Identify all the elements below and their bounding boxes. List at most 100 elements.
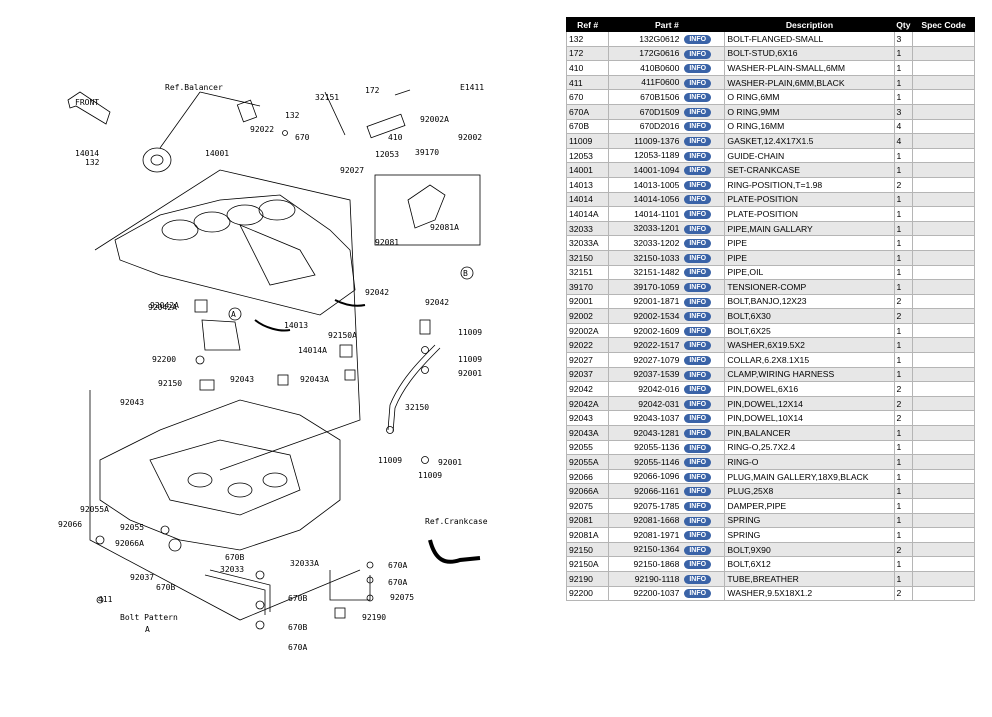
- info-button[interactable]: INFO: [684, 268, 712, 278]
- diagram-label: Ref.Crankcase: [425, 517, 488, 526]
- description-cell: PIN,DOWEL,12X14: [724, 395, 895, 412]
- diagram-label: 92037: [130, 573, 154, 582]
- qty-cell: 2: [893, 176, 914, 193]
- ref-cell: 92081: [565, 512, 610, 529]
- lower-crankcase: [99, 399, 341, 551]
- info-button[interactable]: INFO: [684, 34, 712, 44]
- info-button[interactable]: INFO: [684, 414, 712, 424]
- info-button[interactable]: INFO: [684, 180, 712, 190]
- diagram-label: 410: [388, 133, 403, 142]
- info-button[interactable]: INFO: [684, 516, 712, 526]
- diagram-label: 92042: [365, 288, 389, 297]
- info-button[interactable]: INFO: [684, 472, 712, 482]
- info-button[interactable]: INFO: [684, 210, 712, 220]
- ref-cell: 410: [565, 60, 610, 76]
- info-button[interactable]: INFO: [684, 224, 712, 234]
- info-button[interactable]: INFO: [684, 137, 712, 147]
- ref-cell: 92027: [565, 352, 610, 368]
- spec-code-cell: [912, 220, 975, 237]
- ref-cell: 670: [565, 89, 610, 105]
- part-number: 14001-1094: [633, 165, 680, 176]
- header-part: Part #: [608, 17, 726, 32]
- info-button[interactable]: INFO: [684, 545, 712, 555]
- description-cell: PLUG,MAIN GALLERY,18X9,BLACK: [724, 468, 895, 485]
- info-button[interactable]: INFO: [684, 531, 712, 541]
- spec-code-cell: [912, 410, 975, 427]
- info-button[interactable]: INFO: [684, 283, 712, 292]
- spec-code-cell: [912, 264, 975, 281]
- info-button[interactable]: INFO: [684, 574, 712, 584]
- info-button[interactable]: INFO: [684, 312, 712, 322]
- diagram-label: 32033: [220, 565, 244, 574]
- info-button[interactable]: INFO: [684, 64, 712, 74]
- info-button[interactable]: INFO: [684, 399, 712, 409]
- diagram-label: 92027: [340, 166, 364, 175]
- info-button[interactable]: INFO: [684, 326, 712, 336]
- info-button[interactable]: INFO: [684, 93, 712, 103]
- diagram-label: 32033A: [290, 559, 319, 568]
- info-button[interactable]: INFO: [684, 355, 712, 365]
- diagram-label: 11009: [418, 471, 442, 480]
- ref-cell: 32150: [565, 249, 610, 266]
- part-number: 32033-1201: [633, 223, 680, 234]
- info-button[interactable]: INFO: [684, 341, 712, 351]
- part-number: 92150-1868: [633, 559, 680, 570]
- info-button[interactable]: INFO: [684, 297, 712, 307]
- spec-code-cell: [912, 45, 975, 62]
- description-cell: WASHER,9.5X18X1.2: [724, 585, 895, 602]
- info-button[interactable]: INFO: [684, 428, 712, 438]
- spec-code-cell: [912, 293, 975, 310]
- info-button[interactable]: INFO: [684, 49, 712, 59]
- info-button[interactable]: INFO: [684, 501, 712, 511]
- info-button[interactable]: INFO: [684, 253, 712, 263]
- part-number: 92190-1118: [634, 573, 680, 584]
- diagram-label: 92055A: [80, 505, 109, 514]
- diagram-label: 132: [85, 158, 100, 167]
- ref-cell: 32151: [565, 264, 610, 281]
- info-button[interactable]: INFO: [684, 239, 712, 249]
- diagram-label: 411: [98, 595, 113, 604]
- info-button[interactable]: INFO: [684, 458, 712, 468]
- info-button[interactable]: INFO: [684, 589, 712, 599]
- spec-code-cell: [912, 527, 975, 543]
- info-button[interactable]: INFO: [684, 560, 712, 570]
- description-cell: SET-CRANKCASE: [724, 162, 895, 178]
- qty-cell: 1: [893, 512, 914, 529]
- qty-cell: 1: [893, 235, 914, 251]
- diagram-label: 11009: [458, 328, 482, 337]
- info-button[interactable]: INFO: [684, 122, 712, 132]
- description-cell: WASHER,6X19.5X2: [724, 337, 895, 354]
- description-cell: TUBE,BREATHER: [724, 570, 895, 587]
- info-button[interactable]: INFO: [684, 151, 712, 161]
- info-button[interactable]: INFO: [684, 385, 712, 395]
- info-button[interactable]: INFO: [684, 487, 712, 497]
- diagram-label: 14013: [284, 321, 308, 330]
- qty-cell: 1: [893, 220, 914, 237]
- info-button[interactable]: INFO: [684, 107, 712, 117]
- part-number: 92055-1136: [634, 442, 680, 453]
- description-cell: BOLT,6X12: [724, 556, 895, 572]
- info-button[interactable]: INFO: [684, 443, 712, 453]
- info-button[interactable]: INFO: [684, 370, 712, 380]
- info-button[interactable]: INFO: [684, 78, 712, 88]
- info-button[interactable]: INFO: [684, 166, 712, 176]
- qty-cell: 1: [893, 483, 914, 499]
- info-button[interactable]: INFO: [684, 195, 712, 205]
- spec-code-cell: [912, 381, 975, 397]
- part-number: 132G0612: [639, 33, 680, 44]
- diagram-label: 92066: [58, 520, 82, 529]
